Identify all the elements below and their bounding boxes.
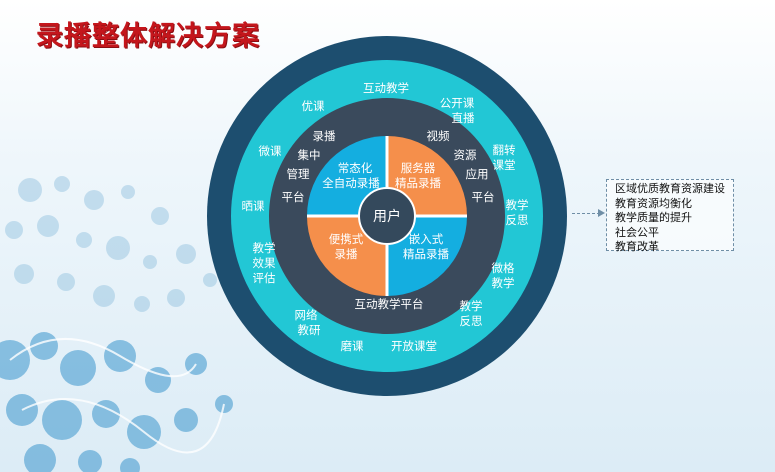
ring-label-pingtai-right: 平台	[472, 190, 495, 204]
outer-label-hudong: 互动教学	[363, 81, 409, 95]
ring-label-jizhong: 集中	[298, 148, 321, 162]
outer-label-gongkaike-1: 公开课	[440, 96, 475, 110]
center-circle	[358, 187, 416, 245]
outer-label-fanzhuan-1: 翻转	[493, 143, 516, 157]
outer-label-wangluo-2: 教研	[298, 323, 321, 337]
outer-label-shaike: 晒课	[242, 199, 265, 213]
quadrant-tl-line2: 全自动录播	[322, 176, 380, 190]
page-title: 录播整体解决方案	[36, 21, 260, 52]
callout-connector	[572, 213, 600, 214]
outer-label-wangluo-1: 网络	[295, 308, 318, 322]
outer-label-xiaoguo-1: 教学	[253, 241, 276, 255]
outer-label-kaifang: 开放课堂	[391, 339, 437, 353]
goals-callout-box: 区域优质教育资源建设 教育资源均衡化 教学质量的提升 社会公平 教育改革	[606, 179, 734, 253]
outer-label-fansi-bottom-1: 教学	[460, 299, 483, 313]
outer-label-moke: 磨课	[341, 339, 364, 353]
ring-label-guanli: 管理	[287, 167, 310, 181]
decorative-background-pattern	[0, 176, 233, 472]
ring-label-pingtai-left: 平台	[282, 190, 305, 204]
outer-label-xiaoguo-2: 效果	[253, 256, 276, 270]
quadrant-tr-line1: 服务器	[401, 161, 436, 175]
outer-label-xiaoguo-3: 评估	[253, 271, 276, 285]
outer-label-fanzhuan-2: 课堂	[493, 158, 516, 172]
callout-item: 教育资源均衡化	[615, 196, 692, 210]
outer-label-fansi-right-1: 教学	[506, 198, 529, 212]
quadrant-bl-line2: 录播	[335, 247, 358, 261]
ring-label-ziyuan: 资源	[454, 148, 477, 162]
quadrant-tr-line2: 精品录播	[395, 176, 441, 190]
outer-label-weike: 微课	[259, 144, 282, 158]
quadrant-bl-line1: 便携式	[329, 232, 364, 246]
callout-item: 社会公平	[615, 225, 659, 239]
quadrant-br-line1: 嵌入式	[409, 232, 444, 246]
outer-label-gongkaike-2: 直播	[452, 111, 475, 125]
ring-label-hudong-pingtai: 互动教学平台	[355, 297, 424, 311]
outer-label-youke: 优课	[302, 99, 325, 113]
quadrant-tl-line1: 常态化	[338, 161, 373, 175]
center-label: 用户	[373, 208, 401, 225]
callout-item: 教学质量的提升	[615, 211, 692, 224]
quadrant-br-line2: 精品录播	[403, 247, 449, 261]
callout-item: 教育改革	[615, 240, 659, 253]
outer-label-fansi-right-2: 反思	[506, 213, 529, 227]
outer-label-fansi-bottom-2: 反思	[460, 314, 483, 328]
ring-label-yingyong: 应用	[466, 167, 489, 181]
outer-label-weige-1: 微格	[492, 261, 515, 275]
outer-label-weige-2: 教学	[492, 276, 515, 290]
ring-label-shipin: 视频	[427, 129, 450, 143]
ring-label-luobo: 录播	[313, 129, 336, 143]
arrow-right-icon	[598, 209, 605, 217]
callout-item: 区域优质教育资源建设	[615, 182, 725, 195]
